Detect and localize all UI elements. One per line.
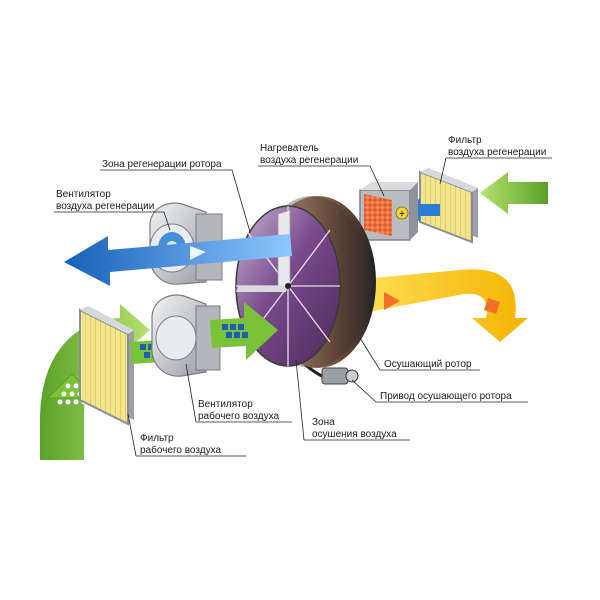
label-regen-fan-line2: воздуха регенерации bbox=[56, 201, 154, 212]
process-filter bbox=[79, 306, 134, 426]
heater-plus-icon bbox=[395, 206, 409, 220]
regen-inlet-arrow bbox=[480, 172, 548, 214]
label-process-fan-line1: Вентилятор bbox=[198, 399, 253, 410]
labels: Зона регенерации ротора Нагреватель возд… bbox=[56, 135, 546, 456]
label-heater-line2: воздуха регенерации bbox=[260, 155, 358, 166]
label-process-filter-line2: рабочего воздуха bbox=[140, 444, 221, 456]
label-heater-line1: Нагреватель bbox=[260, 143, 319, 154]
label-rotor-drive: Привод осушающего ротора bbox=[380, 391, 512, 402]
label-process-filter-line1: Фильтр bbox=[140, 433, 174, 444]
label-process-fan-line2: рабочего воздуха bbox=[198, 410, 279, 422]
label-regen-filter-line1: Фильтр bbox=[448, 135, 482, 146]
heater-plus-symbol: + bbox=[399, 209, 404, 219]
regen-heater: + bbox=[359, 182, 418, 241]
label-drying-zone-line1: Зона bbox=[312, 417, 335, 428]
regen-exhaust-arrow bbox=[64, 234, 292, 286]
label-drying-zone-line2: осушения воздуха bbox=[312, 429, 397, 440]
dry-air-marker bbox=[384, 292, 400, 310]
leader-lines bbox=[54, 157, 552, 457]
dry-air-outlet-arrow bbox=[330, 269, 528, 342]
label-drying-rotor: Осушающий ротор bbox=[384, 359, 472, 370]
dry-air-marker bbox=[484, 298, 500, 314]
label-regen-fan-line1: Вентилятор bbox=[56, 189, 111, 200]
process-fan bbox=[151, 294, 221, 377]
label-regen-zone: Зона регенерации ротора bbox=[102, 159, 222, 170]
regen-filter bbox=[419, 168, 478, 244]
process-air-arrow-to-rotor bbox=[210, 302, 278, 360]
label-regen-filter-line2: воздуха регенерации bbox=[448, 147, 546, 158]
